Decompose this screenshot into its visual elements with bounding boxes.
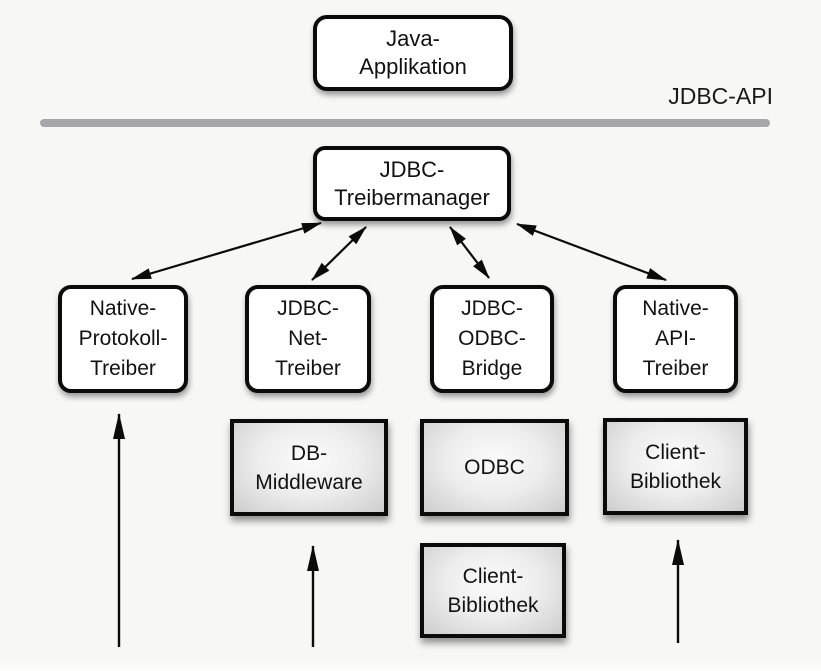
node-label-line: Net- [288, 327, 328, 350]
node-jdbc-odbc-bridge: JDBC- ODBC- Bridge [430, 285, 554, 393]
node-label-line: Java- [386, 26, 440, 51]
node-label-line: Client- [462, 564, 524, 588]
jdbc-api-divider [40, 119, 770, 127]
node-java-applikation: Java- Applikation [313, 15, 513, 91]
arrow-manager-native-protokoll [131, 221, 322, 281]
node-label-line: Native- [642, 297, 709, 320]
node-label-line: Native- [89, 297, 157, 320]
arrow-manager-native-api [516, 222, 667, 282]
node-label-line: Bibliothek [629, 469, 722, 493]
node-native-protokoll-treiber: Native- Protokoll- Treiber [58, 285, 188, 393]
node-label-line: Treiber [90, 357, 156, 380]
node-label-line: Applikation [359, 54, 467, 79]
node-label-line: Treiber [642, 357, 709, 380]
bottom-fade [0, 659, 821, 671]
node-label-line: ODBC [464, 456, 525, 479]
node-label-line: JDBC- [379, 156, 445, 182]
node-label-line: JDBC- [277, 297, 339, 320]
node-label-line: Bibliothek [447, 593, 539, 617]
node-label-line: Bridge [461, 357, 523, 380]
node-label-line: JDBC- [461, 297, 523, 320]
node-label-line: Protokoll- [78, 327, 168, 350]
jdbc-api-label: JDBC-API [668, 83, 773, 109]
node-label-line: Treibermanager [334, 184, 490, 210]
node-label-line: Middleware [255, 470, 363, 494]
node-jdbc-net-treiber: JDBC- Net- Treiber [245, 285, 371, 393]
node-label-line: Treiber [275, 357, 341, 380]
arrow-manager-jdbc-odbc [449, 226, 490, 279]
node-odbc: ODBC [420, 419, 569, 516]
node-client-bibliothek-odbc: Client- Bibliothek [420, 543, 566, 638]
node-label-line: Client- [645, 440, 706, 464]
node-client-bibliothek-native: Client- Bibliothek [603, 418, 748, 515]
node-label-line: DB- [290, 441, 328, 465]
arrow-manager-jdbc-net [311, 226, 367, 281]
node-jdbc-treibermanager: JDBC- Treibermanager [313, 146, 511, 221]
node-label-line: ODBC- [458, 327, 526, 350]
node-db-middleware: DB- Middleware [230, 419, 388, 516]
node-label-line: API- [655, 327, 696, 350]
node-native-api-treiber: Native- API- Treiber [613, 285, 738, 393]
